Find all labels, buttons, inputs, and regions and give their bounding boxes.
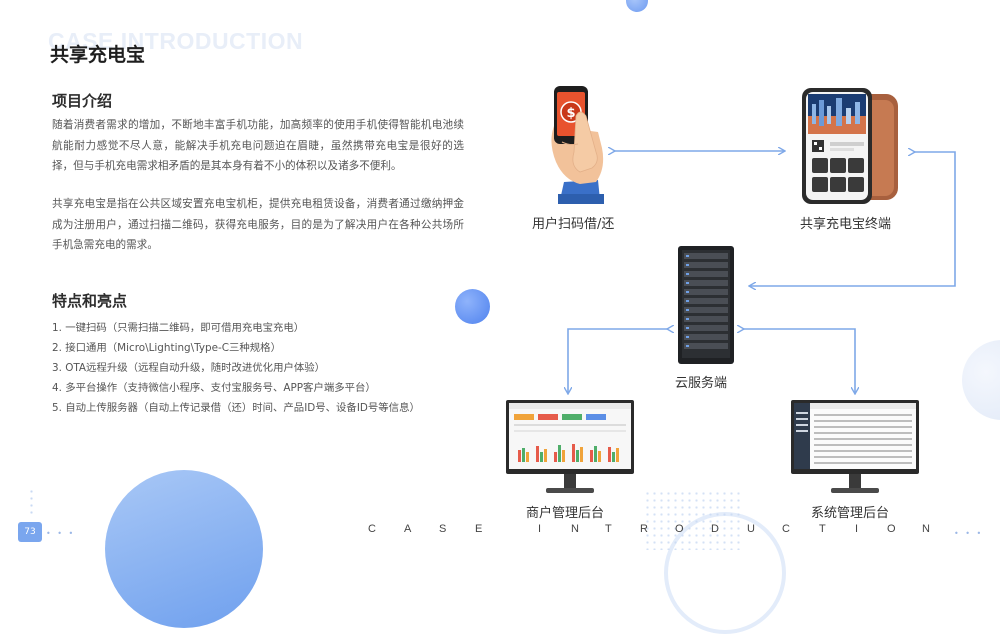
footer-dots-left: • • •	[46, 529, 76, 538]
dot-grid-decor	[644, 490, 744, 550]
terminal-label: 共享充电宝终端	[800, 217, 892, 232]
feature-item: 4. 多平台操作（支持微信小程序、支付宝服务号、APP客户端多平台）	[52, 382, 376, 394]
intro-paragraph-2: 共享充电宝是指在公共区域安置充电宝机柜，提供充电租赁设备，消费者通过缴纳押金成为…	[52, 198, 464, 251]
top-decor-circle	[626, 0, 648, 12]
footer-letter: E	[475, 523, 483, 535]
dot-grid-left	[28, 488, 35, 518]
svg-text:$: $	[566, 106, 575, 121]
cloud-server-label: 云服务端	[675, 376, 728, 391]
footer-letter: O	[887, 523, 896, 535]
footer-letter: I	[538, 523, 542, 535]
footer-letter: C	[782, 523, 790, 535]
mid-decor-circle	[455, 289, 490, 324]
intro-paragraph-1: 随着消费者需求的增加，不断地丰富手机功能，加高频率的使用手机使得智能机电池续航能…	[52, 119, 464, 172]
cloud-merchant-arrow	[568, 329, 668, 393]
footer-letter: S	[439, 523, 447, 535]
features-heading: 特点和亮点	[52, 292, 128, 310]
server-icon	[678, 246, 734, 364]
terminal-cloud-arrow	[750, 152, 956, 286]
cloud-system-arrow	[743, 329, 855, 393]
diagram-connectors	[0, 0, 956, 562]
monitor-icon	[791, 400, 919, 493]
monitor-icon	[506, 400, 634, 493]
page-title: 共享充电宝	[50, 44, 146, 66]
ghost-title: CASE INTRODUCTION	[48, 28, 304, 54]
footer-letter: T	[819, 523, 826, 535]
page-number: 73	[18, 522, 42, 542]
footer-letter: A	[404, 523, 412, 535]
footer-letter: N	[922, 523, 930, 535]
footer-letter: R	[640, 523, 648, 535]
system-admin-label: 系统管理后台	[811, 506, 890, 521]
feature-item: 2. 接口通用（Micro\Lighting\Type-C三种规格）	[52, 342, 281, 354]
footer-letter: C	[368, 523, 376, 535]
kiosk-icon	[802, 88, 898, 204]
feature-item: 1. 一键扫码（只需扫描二维码，即可借用充电宝充电）	[52, 322, 305, 334]
footer-letter: T	[605, 523, 612, 535]
footer-dots-right: • • •	[954, 529, 984, 538]
footer-letter: U	[747, 523, 755, 535]
footer-letter: D	[711, 523, 719, 535]
user-scan-label: 用户扫码借/还	[532, 217, 615, 232]
hand-phone-icon: $	[551, 86, 604, 204]
footer-letter: N	[571, 523, 579, 535]
footer-letter: O	[675, 523, 684, 535]
footer-letter: I	[855, 523, 859, 535]
merchant-admin-label: 商户管理后台	[526, 506, 605, 521]
feature-item: 3. OTA远程升级（远程自动升级，随时改进优化用户体验）	[52, 362, 326, 374]
intro-heading: 项目介绍	[52, 92, 113, 110]
feature-item: 5. 自动上传服务器（自动上传记录借（还）时间、产品ID号、设备ID号等信息）	[52, 402, 420, 414]
